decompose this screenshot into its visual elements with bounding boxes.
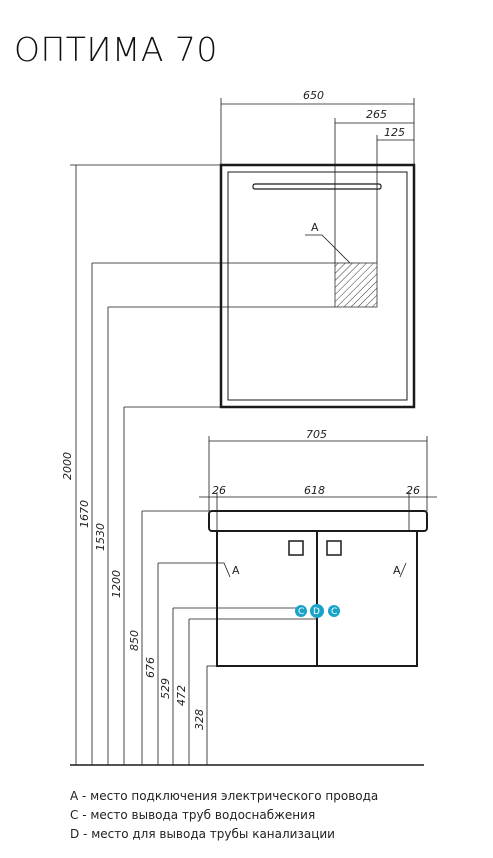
dim-mirror-offset: 265 xyxy=(366,108,387,121)
dim-height-850: 850 xyxy=(128,630,141,651)
door-handle-right xyxy=(326,540,342,556)
marker-d xyxy=(310,604,324,618)
legend-a: А - место подключения электрического про… xyxy=(70,789,379,803)
marker-c-right-label: C xyxy=(331,607,337,617)
page-title: ОПТИМА 70 xyxy=(14,30,218,69)
dim-height-1530: 1530 xyxy=(94,523,107,551)
marker-a-mirror: A xyxy=(311,221,319,234)
dim-inner-width: 618 xyxy=(304,484,325,497)
mirror-lamp xyxy=(252,183,382,190)
dim-height-676: 676 xyxy=(144,657,157,678)
marker-c-right xyxy=(328,605,340,617)
dim-mirror-socket: 125 xyxy=(384,126,405,139)
socket-zone xyxy=(334,262,378,308)
dim-side-right: 26 xyxy=(406,484,420,497)
vanity-cabinet xyxy=(208,510,428,667)
mirror-dim-lines xyxy=(220,98,415,263)
height-dim-lines xyxy=(70,164,335,765)
marker-c-left xyxy=(295,605,307,617)
legend-c: С - место вывода труб водоснабжения xyxy=(70,808,316,822)
dim-height-529: 529 xyxy=(159,678,172,699)
dim-mirror-width: 650 xyxy=(303,89,324,102)
dim-side-left: 26 xyxy=(212,484,226,497)
legend-d: D - место для вывода трубы канализации xyxy=(70,827,335,841)
marker-a-left: A xyxy=(232,564,240,577)
marker-d-label: D xyxy=(313,607,320,617)
dim-height-1200: 1200 xyxy=(110,570,123,598)
dim-cabinet-width: 705 xyxy=(306,428,327,441)
cabinet-dim-lines xyxy=(199,436,437,531)
dim-height-2000: 2000 xyxy=(61,452,74,480)
marker-a-right: A xyxy=(393,564,401,577)
mirror xyxy=(219,163,416,409)
dim-height-472: 472 xyxy=(175,685,188,706)
marker-c-left-label: C xyxy=(298,607,304,617)
dim-height-328: 328 xyxy=(193,709,206,730)
dim-height-1670: 1670 xyxy=(78,500,91,528)
door-handle-left xyxy=(288,540,304,556)
